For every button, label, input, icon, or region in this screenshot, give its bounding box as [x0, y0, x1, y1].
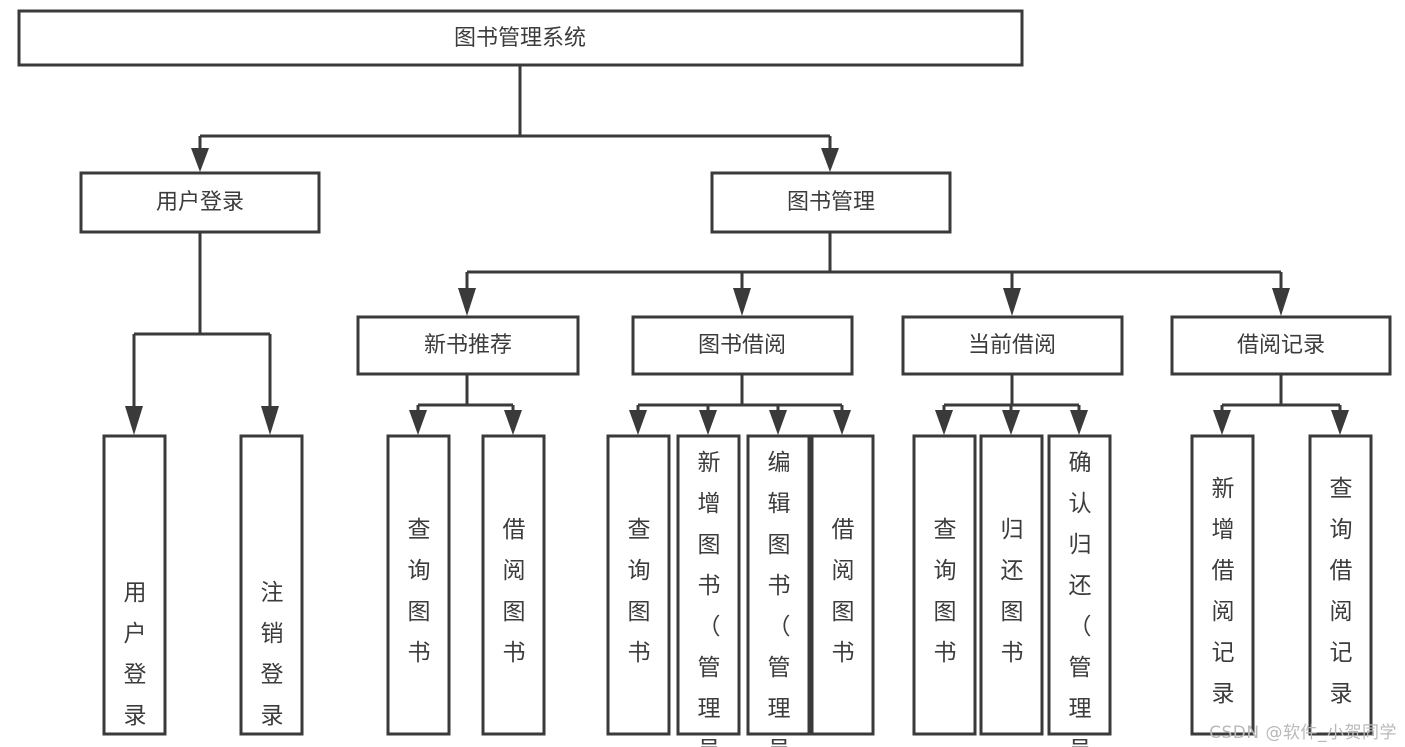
arrow-root-to-book-manage [821, 148, 839, 172]
node-book-borrow-box[interactable] [631, 315, 854, 376]
arrow-cb-leaf-3 [1070, 410, 1088, 435]
node-book-borrow-label: 图书借阅 [698, 333, 786, 358]
node-user-login-label: 用户登录 [156, 190, 244, 215]
leaf-query-book-3[interactable]: 查询图书 [912, 434, 977, 736]
node-new-book-recommend-box[interactable] [356, 315, 580, 376]
leaf-confirm-return-box[interactable] [1047, 434, 1112, 736]
leaf-logout-login-box[interactable] [239, 434, 304, 736]
node-current-borrow[interactable]: 当前借阅 [901, 315, 1124, 376]
leaf-add-record[interactable]: 新增借阅记录 [1190, 434, 1255, 736]
arrow-bb-leaf-2 [699, 410, 717, 435]
leaf-query-book-2[interactable]: 查询图书 [606, 434, 671, 736]
leaf-edit-book-box[interactable] [746, 434, 811, 736]
leaf-return-book-box[interactable] [979, 434, 1044, 736]
leaf-query-book-3-box[interactable] [912, 434, 977, 736]
leaf-query-book-1-label: 查询图书 [408, 517, 431, 666]
leaf-confirm-return-label: 确认归还（管理员） [1069, 450, 1092, 747]
leaf-add-book-label: 新增图书（管理员） [698, 450, 721, 747]
leaf-user-login-label: 用户登录 [124, 580, 147, 729]
node-new-book-recommend-label: 新书推荐 [424, 333, 512, 358]
node-new-book-recommend[interactable]: 新书推荐 [356, 315, 580, 376]
node-book-manage-box[interactable] [710, 171, 952, 234]
node-book-manage[interactable]: 图书管理 [710, 171, 952, 234]
leaf-query-record-label: 查询借阅记录 [1330, 476, 1353, 707]
leaf-borrow-book-2-box[interactable] [810, 434, 875, 736]
node-book-manage-label: 图书管理 [787, 190, 875, 215]
node-current-borrow-box[interactable] [901, 315, 1124, 376]
arrow-user-login-leaf-1 [125, 406, 143, 435]
arrow-cb-leaf-1 [935, 410, 953, 435]
leaf-logout-login[interactable]: 注销登录 [239, 434, 304, 736]
arrow-bm-to-borrow-record [1272, 288, 1290, 316]
leaf-user-login[interactable]: 用户登录 [102, 434, 167, 736]
arrow-bm-to-book-borrow [733, 288, 751, 316]
leaf-borrow-book-1[interactable]: 借阅图书 [481, 434, 546, 736]
node-book-borrow[interactable]: 图书借阅 [631, 315, 854, 376]
node-root-label: 图书管理系统 [454, 26, 586, 51]
node-borrow-record-label: 借阅记录 [1237, 333, 1325, 358]
arrow-bb-leaf-3 [769, 410, 787, 435]
leaf-borrow-book-1-box[interactable] [481, 434, 546, 736]
arrow-root-to-user-login [191, 148, 209, 172]
connector-layer [125, 65, 1349, 435]
arrow-bb-leaf-1 [629, 410, 647, 435]
leaf-borrow-book-2[interactable]: 借阅图书 [810, 434, 875, 736]
arrow-br-leaf-2 [1331, 410, 1349, 435]
node-current-borrow-label: 当前借阅 [968, 333, 1056, 358]
leaf-logout-login-label: 注销登录 [261, 580, 284, 729]
leaf-edit-book[interactable]: 编辑图书（管理员） [746, 434, 811, 747]
node-borrow-record-box[interactable] [1170, 315, 1392, 376]
node-root-box[interactable] [17, 9, 1024, 67]
leaf-query-book-3-label: 查询图书 [934, 517, 957, 666]
leaf-query-book-2-label: 查询图书 [628, 517, 651, 666]
leaf-user-login-box[interactable] [102, 434, 167, 736]
leaf-query-book-2-box[interactable] [606, 434, 671, 736]
arrow-bm-to-current-borrow [1003, 288, 1021, 316]
arrow-br-leaf-1 [1213, 410, 1231, 435]
leaf-add-record-box[interactable] [1190, 434, 1255, 736]
arrow-bb-leaf-4 [833, 410, 851, 435]
leaf-query-record[interactable]: 查询借阅记录 [1308, 434, 1373, 736]
arrow-bm-to-new-book-recommend [458, 288, 476, 316]
leaf-edit-book-label: 编辑图书（管理员） [768, 450, 791, 747]
leaf-return-book[interactable]: 归还图书 [979, 434, 1044, 736]
arrow-nbr-leaf-2 [504, 410, 522, 435]
arrow-user-login-leaf-2 [261, 406, 279, 435]
leaf-query-book-1-box[interactable] [386, 434, 451, 736]
leaf-add-book[interactable]: 新增图书（管理员） [676, 434, 741, 747]
leaf-add-book-box[interactable] [676, 434, 741, 736]
node-borrow-record[interactable]: 借阅记录 [1170, 315, 1392, 376]
leaf-add-record-label: 新增借阅记录 [1212, 476, 1235, 707]
leaf-confirm-return[interactable]: 确认归还（管理员） [1047, 434, 1112, 747]
node-root[interactable]: 图书管理系统 [17, 9, 1024, 67]
leaf-borrow-book-1-label: 借阅图书 [503, 517, 526, 666]
node-user-login[interactable]: 用户登录 [79, 171, 321, 234]
leaf-query-book-1[interactable]: 查询图书 [386, 434, 451, 736]
leaf-query-record-box[interactable] [1308, 434, 1373, 736]
node-user-login-box[interactable] [79, 171, 321, 234]
arrow-nbr-leaf-1 [409, 410, 427, 435]
leaf-borrow-book-2-label: 借阅图书 [832, 517, 855, 666]
leaf-return-book-label: 归还图书 [1001, 517, 1024, 666]
arrow-cb-leaf-2 [1002, 410, 1020, 435]
